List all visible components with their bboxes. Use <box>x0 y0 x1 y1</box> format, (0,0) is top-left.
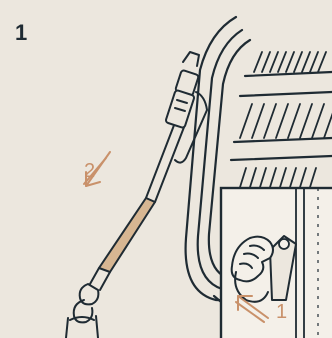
detail-inset: 1 <box>221 188 332 338</box>
callout-label-1: 1 <box>276 301 287 323</box>
callout-label-2: 2 <box>84 160 95 182</box>
harness-strap-illustration <box>66 52 207 338</box>
